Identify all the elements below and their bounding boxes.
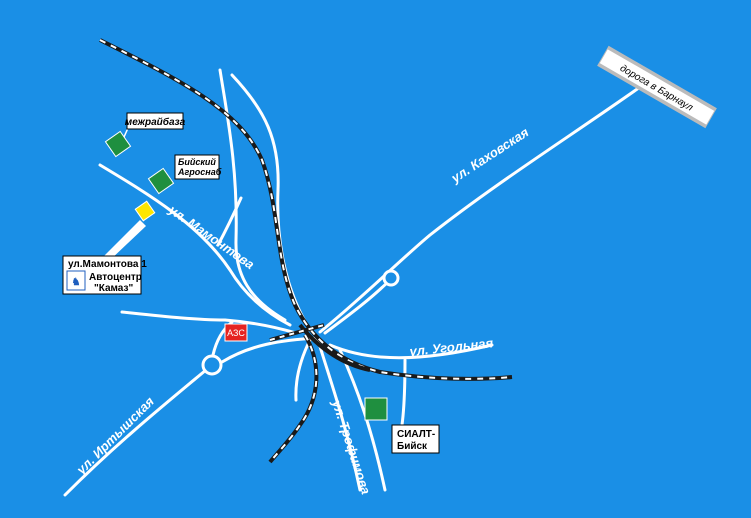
poi-autocenter-kamaz: ул.Мамонтова 1 ♞ Автоцентр "Камаз" (62, 200, 156, 295)
road-kakhovskaya-link (323, 276, 394, 335)
road-ugolnaya (328, 343, 494, 360)
road-north-left (218, 68, 287, 322)
roundabout-kakhovskaya (382, 269, 400, 287)
road-west (120, 310, 298, 335)
poi-azs: АЗС (224, 323, 248, 342)
label-sialt-line2: Бийск (397, 441, 428, 452)
label-autocenter-line2: "Камаз" (94, 283, 133, 294)
azs-marker (224, 323, 248, 342)
label-autocenter-line1: Автоцентр (89, 272, 142, 283)
green-marker-agrosnab (147, 167, 175, 195)
road-south-west (294, 338, 312, 402)
road-irtyshskaya (63, 363, 214, 497)
label-mezhraibaza: межрайбаза (125, 116, 186, 128)
road-south-east (400, 358, 407, 427)
yellow-marker-kamaz (134, 200, 156, 222)
poi-sialt-biysk: СИАЛТ- Бийск (364, 397, 440, 454)
railway-branch-south (268, 333, 319, 464)
pointer-kamaz (102, 220, 146, 262)
road-trofimova (316, 338, 362, 492)
label-sialt-line1: СИАЛТ- (397, 429, 435, 440)
road-kakhovskaya (318, 78, 652, 334)
railway-crossing (269, 323, 325, 342)
railways (99, 38, 513, 464)
kamaz-logo-glyph: ♞ (72, 277, 81, 288)
label-azs: АЗС (227, 328, 245, 338)
roundabout-irtyshskaya (201, 354, 223, 376)
road-mamontova-branch (216, 196, 243, 247)
green-marker-mezhraibaza (104, 130, 132, 158)
kamaz-logo (66, 270, 86, 291)
road-mamontova (98, 163, 292, 327)
green-marker-sialt (364, 397, 388, 421)
label-address: ул.Мамонтова 1 (68, 259, 147, 270)
label-agrosnab-line2: Агроснаб (177, 167, 222, 177)
poi-mezhraibaza: межрайбаза (104, 112, 186, 158)
railway-main-dash (99, 39, 513, 380)
railway-branch-east (298, 323, 371, 372)
poi-biysk-agrosnab: Бийский Агроснаб (147, 154, 222, 195)
label-agrosnab-line1: Бийский (178, 157, 216, 167)
